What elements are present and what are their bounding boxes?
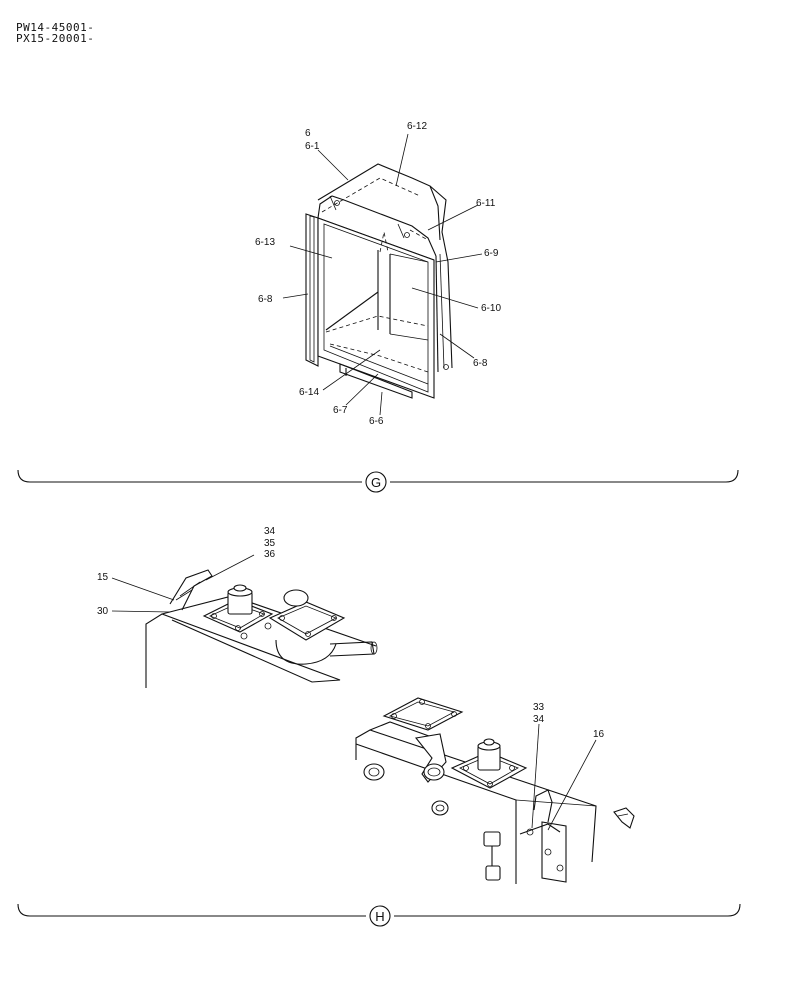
section-g-marker: G: [371, 475, 381, 490]
callout-6-11: 6-11: [476, 198, 496, 209]
shroud-assembly-drawing: [305, 163, 453, 399]
serial-range-1: PW14-45001-: [16, 21, 95, 34]
serial-range-2: PX15-20001-: [16, 32, 95, 45]
tank-assembly-drawing-1: [145, 569, 378, 688]
callout-6-14: 6-14: [299, 387, 319, 398]
callout-6-8-left: 6-8: [258, 294, 273, 305]
callout-6-8-right: 6-8: [473, 358, 488, 369]
callout-34-b: 34: [533, 714, 545, 725]
callout-34-a: 34: [264, 526, 276, 537]
callout-16: 16: [593, 729, 605, 740]
tank-assembly-drawing-2: [355, 697, 635, 884]
callout-6-1: 6-1: [305, 141, 320, 152]
callout-6-6: 6-6: [369, 416, 384, 427]
callout-6-12: 6-12: [407, 121, 427, 132]
callout-6: 6: [305, 128, 311, 139]
callout-6-13: 6-13: [255, 237, 275, 248]
callout-6-7: 6-7: [333, 405, 348, 416]
section-h-marker: H: [375, 909, 384, 924]
callout-6-10: 6-10: [481, 303, 501, 314]
section-h1-leaders: [111, 554, 255, 613]
section-h-bracket: [17, 903, 741, 927]
section-g-bracket: [17, 469, 739, 493]
section-h2-leaders: [531, 723, 597, 831]
callout-35: 35: [264, 538, 276, 549]
callout-30: 30: [97, 606, 109, 617]
callout-15: 15: [97, 572, 109, 583]
callout-6-9: 6-9: [484, 248, 499, 259]
section-g-leaders: [282, 133, 483, 416]
callout-36: 36: [264, 549, 276, 560]
callout-33: 33: [533, 702, 545, 713]
